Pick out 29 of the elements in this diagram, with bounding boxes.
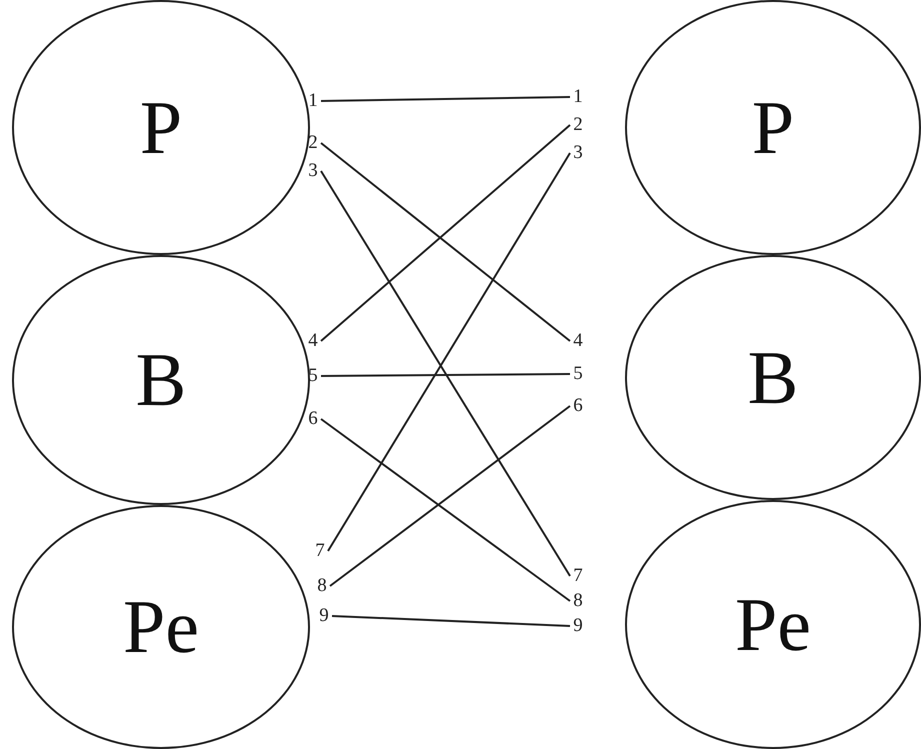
- terminal-number: 4: [570, 330, 586, 352]
- circle-label: B: [748, 340, 798, 416]
- terminal-number: 1: [570, 86, 586, 108]
- terminal-number: 8: [570, 590, 586, 612]
- connector-line: [329, 405, 571, 587]
- terminal-number: 3: [305, 160, 321, 182]
- terminal-number: 5: [570, 363, 586, 385]
- terminal-number: 2: [305, 132, 321, 154]
- terminal-number: 9: [570, 615, 586, 637]
- terminal-number: 9: [316, 605, 332, 627]
- circle-label: Pe: [123, 589, 199, 665]
- terminal-number: 7: [312, 540, 328, 562]
- connector-line: [320, 418, 571, 602]
- terminal-number: 7: [570, 565, 586, 587]
- terminal-number: 6: [570, 395, 586, 417]
- terminal-number: 5: [305, 365, 321, 387]
- connector-line: [332, 615, 570, 627]
- circle-label: P: [752, 90, 794, 166]
- terminal-number: 8: [314, 575, 330, 597]
- circle-label: P: [140, 90, 182, 166]
- connector-line: [321, 373, 570, 377]
- terminal-number: 4: [305, 330, 321, 352]
- terminal-number: 6: [305, 408, 321, 430]
- terminal-number: 3: [570, 142, 586, 164]
- terminal-number: 2: [570, 114, 586, 136]
- terminal-number: 1: [305, 90, 321, 112]
- connector-line: [320, 96, 570, 102]
- circle-label: B: [136, 342, 186, 418]
- circle-label: Pe: [735, 586, 811, 662]
